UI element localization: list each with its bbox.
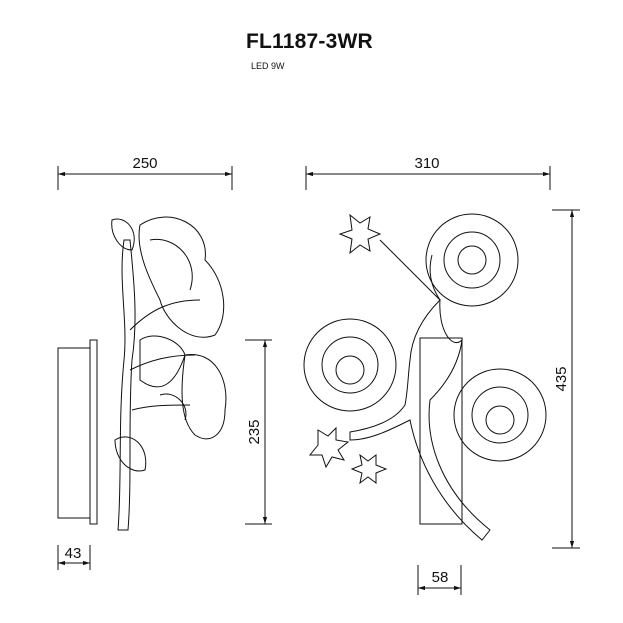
label-side-width: 250 — [132, 155, 157, 172]
dimension-plate-height — [245, 339, 272, 525]
dimension-depth — [57, 545, 91, 570]
label-plate-width: 58 — [432, 569, 449, 586]
label-plate-height: 235 — [246, 419, 263, 444]
label-depth: 43 — [65, 545, 82, 562]
power-spec: LED 9W — [251, 61, 285, 71]
dimension-front-width — [305, 166, 551, 190]
dimension-side-width — [57, 166, 233, 190]
label-front-width: 310 — [414, 155, 439, 172]
dimension-plate-width — [417, 565, 462, 595]
front-view — [303, 213, 547, 541]
label-total-height: 435 — [553, 366, 570, 391]
side-view — [57, 216, 227, 531]
dimension-total-height — [552, 209, 580, 549]
model-title: FL1187-3WR — [246, 30, 373, 53]
